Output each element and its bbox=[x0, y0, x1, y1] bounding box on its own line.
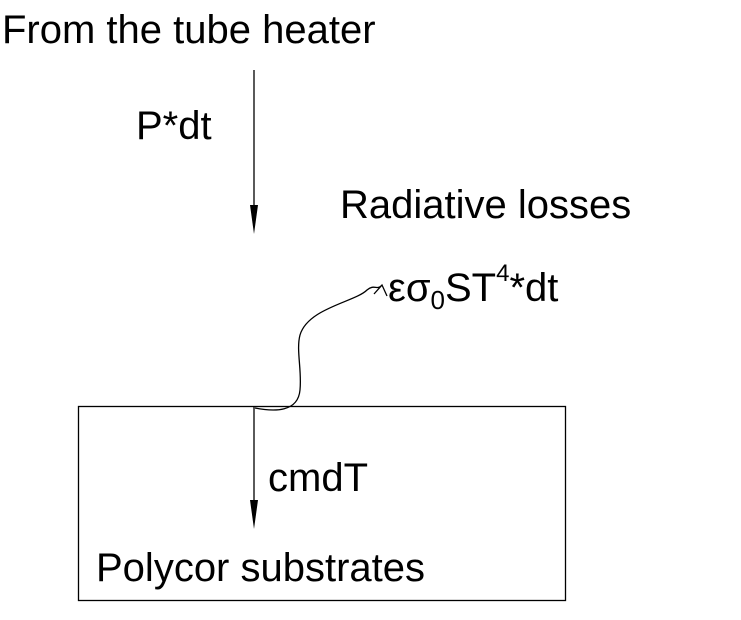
radiative-title: Radiative losses bbox=[340, 183, 632, 227]
formula-mid: ST bbox=[445, 266, 497, 310]
source-label: From the tube heater bbox=[2, 8, 376, 52]
radiative-loss-wavy-arrow bbox=[254, 283, 388, 411]
heat-capacity-label: cmdT bbox=[268, 456, 368, 500]
power-label: P*dt bbox=[136, 104, 212, 148]
heater-input-arrow bbox=[250, 70, 258, 234]
formula-exponent: 4 bbox=[496, 260, 510, 287]
substrate-label: Polycor substrates bbox=[96, 546, 426, 590]
heat-capacity-arrow bbox=[250, 407, 258, 529]
formula-suffix: *dt bbox=[509, 266, 559, 310]
formula-subscript: 0 bbox=[430, 285, 445, 315]
formula-prefix: εσ bbox=[388, 266, 431, 310]
radiative-formula: εσ0ST4*dt bbox=[388, 260, 559, 315]
substrate-box bbox=[77, 405, 567, 602]
